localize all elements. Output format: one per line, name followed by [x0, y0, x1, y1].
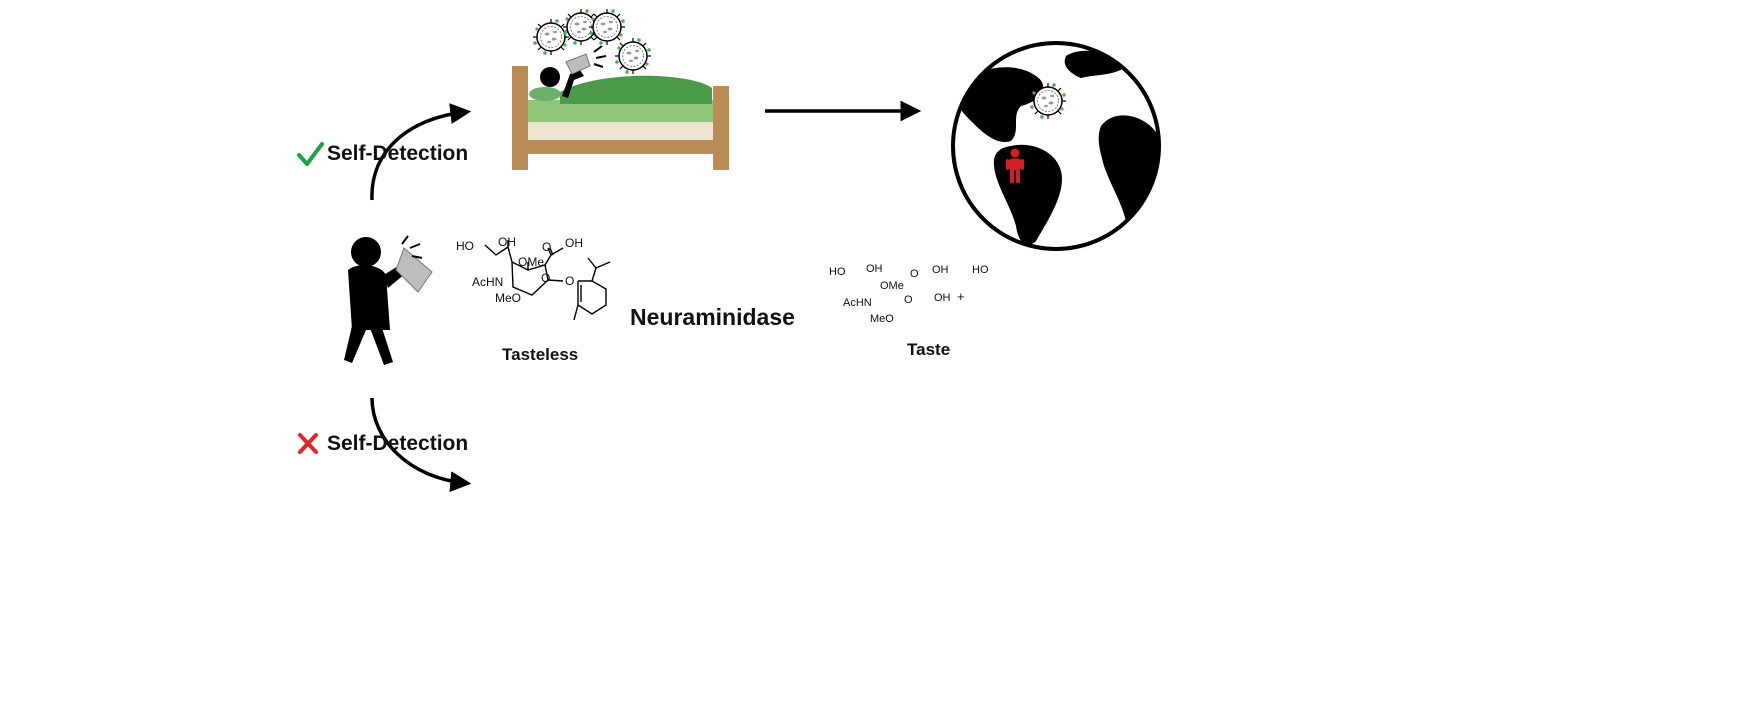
chem-text: HO: [456, 239, 474, 253]
chem-text: OH: [565, 236, 583, 250]
sneezing-person: [344, 235, 433, 365]
taste-label: Taste: [907, 340, 951, 359]
virus-icon: [588, 8, 626, 46]
self-detection-yes-label: Self-Detection: [327, 142, 469, 165]
chem-text: O: [904, 294, 913, 306]
arrow-self-detection-yes: [370, 103, 472, 201]
chem-text: OH: [498, 235, 516, 249]
virus-icon: [532, 18, 570, 56]
bed-scene: [512, 45, 729, 170]
self-detection-no-label: Self-Detection: [327, 432, 469, 455]
virus-icon: [614, 37, 652, 75]
check-icon: [297, 142, 324, 166]
chem-text: O: [541, 271, 551, 285]
chem-text: MeO: [495, 291, 522, 305]
arrow-self-detection-no: [370, 397, 472, 493]
chem-text: OMe: [880, 280, 904, 292]
chem-text: AcHN: [472, 275, 504, 289]
chem-text: HO: [972, 264, 989, 276]
chem-text: OH: [934, 292, 951, 304]
virus-icon: [1029, 82, 1067, 120]
chem-text: OMe: [518, 255, 545, 269]
plus-sign: +: [957, 289, 965, 304]
globe-contained: [951, 41, 1161, 251]
cross-icon: [298, 433, 318, 454]
chem-text: O: [565, 274, 575, 288]
tasteless-molecule: [484, 240, 611, 321]
chem-text: OH: [932, 264, 949, 276]
chem-text: AcHN: [843, 297, 872, 309]
tasteless-label: Tasteless: [502, 345, 579, 364]
chem-text: HO: [829, 266, 846, 278]
chem-text: O: [910, 268, 919, 280]
chem-text: O: [542, 240, 552, 254]
neuraminidase-label: Neuraminidase: [630, 304, 795, 330]
chem-text: MeO: [870, 313, 894, 325]
chem-text: OH: [866, 263, 883, 275]
